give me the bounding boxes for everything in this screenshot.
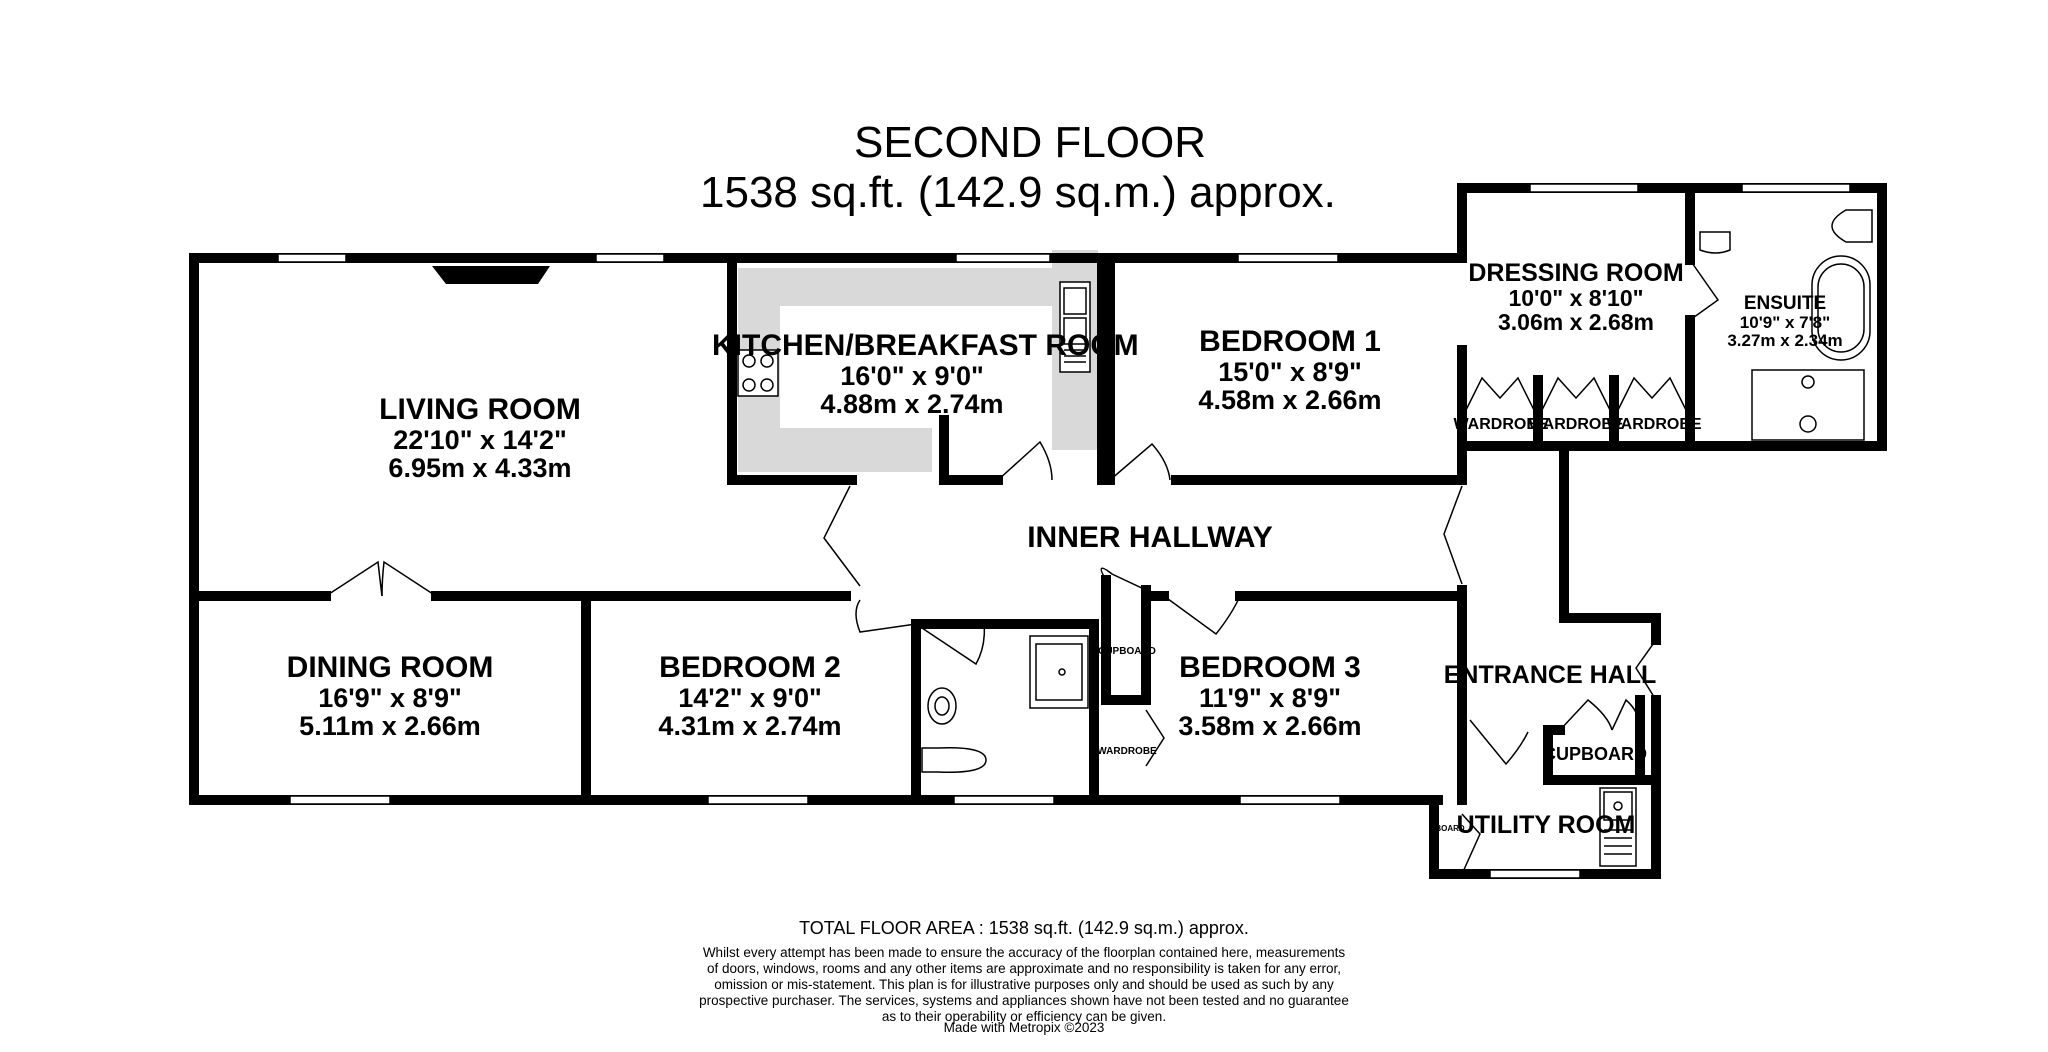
room-imperial: 11'9" x 8'9": [1198, 682, 1342, 713]
board-label-utility: BOARD: [1435, 824, 1465, 833]
room-imperial: 15'0" x 8'9": [1218, 356, 1362, 387]
kitchen-sink-icon: [1059, 281, 1091, 373]
room-metric: 4.88m x 2.74m: [820, 388, 1004, 419]
wardrobe-label-3: WARDROBE: [1606, 416, 1702, 433]
room-metric: 3.06m x 2.68m: [1497, 309, 1654, 336]
room-name: DRESSING ROOM: [1468, 259, 1684, 287]
room-living: LIVING ROOM 22'10" x 14'2" 6.95m x 4.33m: [330, 394, 630, 482]
room-name: LIVING ROOM: [379, 393, 581, 426]
doors: [325, 259, 1720, 875]
disclaimer-line: prospective purchaser. The services, sys…: [699, 992, 1349, 1008]
room-name: BEDROOM 1: [1199, 325, 1381, 358]
floor-title: SECOND FLOOR: [853, 118, 1207, 167]
room-name: ENSUITE: [1743, 293, 1827, 314]
room-metric: 4.58m x 2.66m: [1198, 384, 1382, 415]
credit: Made with Metropix ©2023: [943, 1020, 1105, 1035]
room-metric: 6.95m x 4.33m: [388, 452, 572, 483]
room-bedroom1: BEDROOM 1 15'0" x 8'9" 4.58m x 2.66m: [1140, 326, 1440, 414]
room-ensuite: ENSUITE 10'9" x 7'8" 3.27m x 2.34m: [1700, 294, 1870, 350]
disclaimer-line: Whilst every attempt has been made to en…: [702, 945, 1346, 960]
wardrobe-label-1: WARDROBE: [1453, 416, 1549, 433]
floor-area: 1538 sq.ft. (142.9 sq.m.) approx.: [700, 168, 1336, 217]
fireplace-icon: [432, 266, 550, 284]
total-floor-area: TOTAL FLOOR AREA : 1538 sq.ft. (142.9 sq…: [799, 918, 1249, 938]
room-hallway: INNER HALLWAY: [1000, 522, 1300, 554]
room-metric: 3.58m x 2.66m: [1178, 710, 1362, 741]
room-utility: UTILITY ROOM: [1446, 811, 1646, 839]
room-name: KITCHEN/BREAKFAST ROOM: [712, 329, 1139, 362]
windows: [277, 183, 1851, 879]
room-bedroom2: BEDROOM 2 14'2" x 9'0" 4.31m x 2.74m: [600, 652, 900, 740]
room-bedroom3: BEDROOM 3 11'9" x 8'9" 3.58m x 2.66m: [1120, 652, 1420, 740]
room-name: ENTRANCE HALL: [1443, 661, 1657, 689]
room-entrance: ENTRANCE HALL: [1440, 661, 1660, 689]
room-name: INNER HALLWAY: [1027, 521, 1273, 554]
room-imperial: 22'10" x 14'2": [393, 424, 567, 455]
room-name: BEDROOM 2: [659, 651, 841, 684]
room-imperial: 16'0" x 9'0": [840, 360, 984, 391]
room-metric: 5.11m x 2.66m: [299, 710, 481, 741]
wc-fixtures: [921, 635, 1089, 773]
room-imperial: 14'2" x 9'0": [678, 682, 822, 713]
disclaimer-line: omission or mis-statement. This plan is …: [714, 976, 1334, 992]
room-imperial: 10'9" x 7'8": [1739, 312, 1831, 332]
room-name: BEDROOM 3: [1179, 651, 1361, 684]
disclaimer-line: of doors, windows, rooms and any other i…: [706, 960, 1342, 976]
wardrobe-label-bed3: WARDROBE: [1097, 746, 1157, 757]
room-imperial: 16'9" x 8'9": [318, 682, 462, 713]
disclaimer-line: as to their operability or efficiency ca…: [881, 1008, 1167, 1024]
ensuite-fixtures: [1699, 209, 1873, 441]
room-metric: 3.27m x 2.34m: [1727, 330, 1843, 350]
room-dressing: DRESSING ROOM 10'0" x 8'10" 3.06m x 2.68…: [1456, 260, 1696, 335]
hob-icon: [737, 349, 779, 397]
room-name: UTILITY ROOM: [1456, 811, 1636, 839]
room-imperial: 10'0" x 8'10": [1508, 285, 1644, 312]
room-metric: 4.31m x 2.74m: [658, 710, 842, 741]
room-dining: DINING ROOM 16'9" x 8'9" 5.11m x 2.66m: [240, 652, 540, 740]
cupboard-label-entrance: CUPBOARD: [1542, 744, 1647, 764]
disclaimer: Whilst every attempt has been made to en…: [600, 945, 1448, 1025]
utility-sink-icon: [1599, 787, 1637, 867]
room-kitchen: KITCHEN/BREAKFAST ROOM 16'0" x 9'0" 4.88…: [712, 329, 1139, 419]
cupboard-label: CUPBOARD: [1098, 646, 1156, 657]
room-name: DINING ROOM: [286, 651, 494, 684]
wardrobe-label-2: WARDROBE: [1528, 416, 1624, 433]
